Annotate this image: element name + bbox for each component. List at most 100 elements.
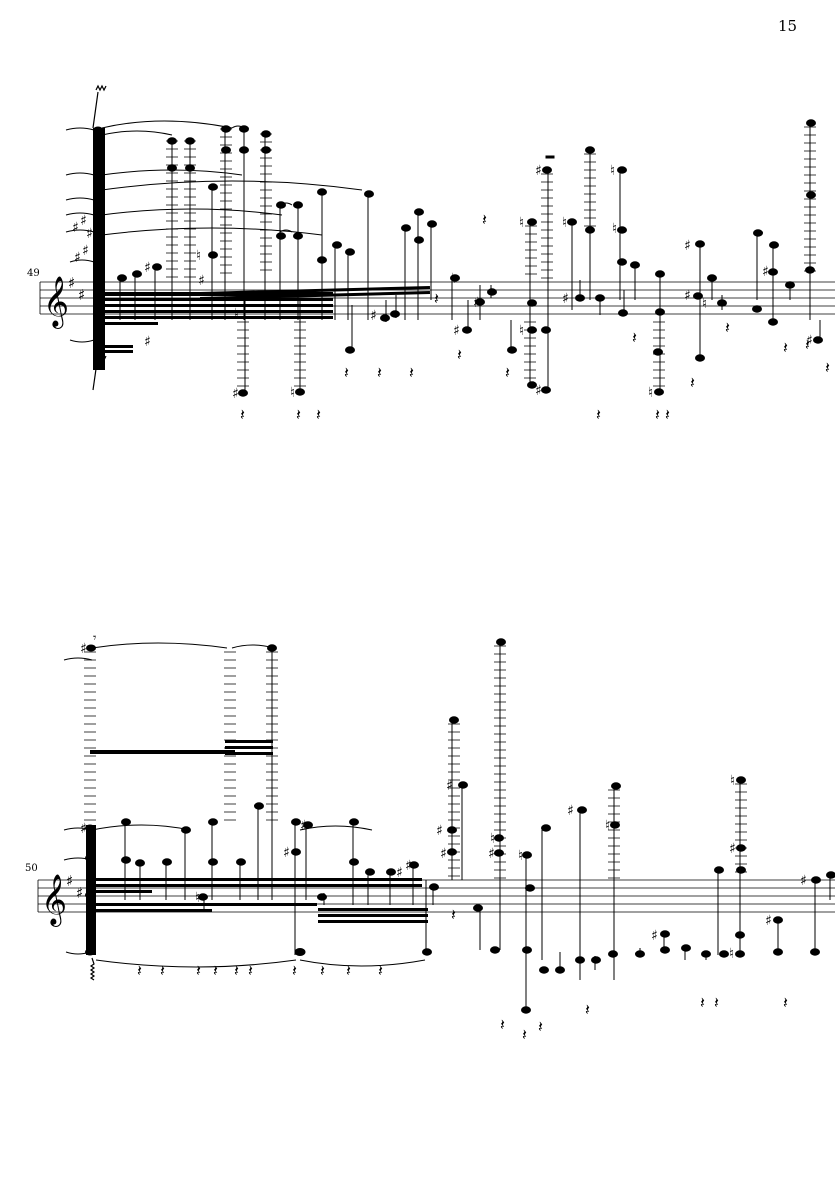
svg-text:𝄽: 𝄽 xyxy=(160,961,165,980)
sharp-icon: ♯ xyxy=(66,872,73,890)
accidentals: ♮ ♯ ♯ ♮ ♮ ♯ ♯ ♮ ♯ ♮ ♮ ♮ ♯ ♯ ♮ ♯ ♯ xyxy=(451,163,813,401)
treble-clef-icon: 𝄞 xyxy=(43,276,69,329)
sharp-icon: ♯ xyxy=(806,333,813,349)
natural-icon: ♮ xyxy=(562,215,567,231)
beams xyxy=(98,285,430,353)
natural-icon: ♮ xyxy=(702,296,707,312)
svg-text:𝄽: 𝄽 xyxy=(346,961,351,980)
svg-text:𝄽: 𝄽 xyxy=(500,1015,505,1034)
sharp-icon: ♯ xyxy=(488,846,495,862)
sharp-icon: ♯ xyxy=(232,386,239,402)
sharp-icon: ♯ xyxy=(80,821,87,837)
svg-text:𝄽: 𝄽 xyxy=(522,1025,527,1044)
svg-text:𝄽: 𝄽 xyxy=(240,405,245,424)
notes xyxy=(450,119,823,396)
measure-number-50: 50 xyxy=(25,863,38,874)
svg-text:𝄽: 𝄽 xyxy=(505,363,510,382)
sharp-icon: ♯ xyxy=(453,323,460,339)
svg-text:𝄽: 𝄽 xyxy=(320,961,325,980)
chord-cluster xyxy=(85,644,273,956)
natural-icon: ♮ xyxy=(490,831,495,847)
svg-text:𝄽: 𝄽 xyxy=(655,405,660,424)
sharp-icon: ♯ xyxy=(535,163,542,179)
svg-text:𝄽: 𝄽 xyxy=(296,405,301,424)
sharp-icon: ♯ xyxy=(535,383,542,399)
svg-text:𝄽: 𝄽 xyxy=(434,289,439,308)
natural-icon: ♮ xyxy=(519,323,524,339)
sharp-icon: ♯ xyxy=(651,928,658,944)
sharp-icon: ♯ xyxy=(68,274,75,292)
ledger-lines xyxy=(166,128,306,387)
sharp-icon: ♯ xyxy=(567,803,574,819)
sharp-icon: ♯ xyxy=(80,641,87,657)
staff-system-50: 𝄞 ♯ ♯ 𝄾 xyxy=(37,631,835,1044)
sharp-icon: ♯ xyxy=(405,858,412,874)
svg-text:𝄽: 𝄽 xyxy=(725,318,730,337)
natural-icon: ♮ xyxy=(605,818,610,834)
svg-text:𝄽: 𝄽 xyxy=(213,961,218,980)
sharp-icon: ♯ xyxy=(436,823,443,839)
accidentals: ♯ ♯ ♮ ♯ ♮ ♯ ♮ ♯ xyxy=(144,248,377,402)
natural-icon: ♮ xyxy=(729,946,734,962)
sharp-icon: ♯ xyxy=(729,841,736,857)
svg-text:𝄽: 𝄽 xyxy=(700,993,705,1012)
svg-text:𝄽: 𝄽 xyxy=(409,363,414,382)
natural-icon: ♮ xyxy=(612,221,617,237)
natural-icon: ♮ xyxy=(730,773,735,789)
svg-text:𝄽: 𝄽 xyxy=(344,363,349,382)
svg-text:♯: ♯ xyxy=(86,226,93,242)
page-number: 15 xyxy=(778,17,798,35)
svg-text:𝄽: 𝄽 xyxy=(632,328,637,347)
sharp-icon: ♯ xyxy=(76,884,83,902)
staff-system-49: 𝄞 ♯ ♯ ♯♯♯ xyxy=(39,84,835,424)
svg-text:𝄽: 𝄽 xyxy=(248,961,253,980)
svg-text:♯: ♯ xyxy=(74,250,81,266)
arpeggio-icon xyxy=(89,957,96,981)
natural-icon: ♮ xyxy=(648,385,653,401)
sharp-icon: ♯♯♯ ♯♯ xyxy=(72,213,93,266)
ledger-lines xyxy=(524,126,816,387)
sharp-icon: ♯ xyxy=(446,778,453,794)
quarter-rest-icon: 𝄽𝄽 𝄽𝄽 𝄽𝄽 𝄽𝄽 𝄽𝄽 𝄽𝄽 𝄽𝄽 𝄽𝄽 𝄽𝄽 xyxy=(137,905,788,1044)
svg-text:𝄽: 𝄽 xyxy=(482,210,487,229)
svg-text:𝄽: 𝄽 xyxy=(316,405,321,424)
notes xyxy=(117,125,437,397)
sharp-icon: ♯ xyxy=(440,846,447,862)
chord-cluster xyxy=(93,126,105,370)
sharp-icon: ♯ xyxy=(765,913,772,929)
sharp-icon: ♯ xyxy=(144,334,151,350)
svg-text:𝄽: 𝄽 xyxy=(665,405,670,424)
svg-text:𝄽: 𝄽 xyxy=(234,961,239,980)
beams xyxy=(92,878,428,923)
natural-icon: ♮ xyxy=(610,163,615,179)
natural-icon: ♮ xyxy=(195,890,200,906)
svg-text:♯: ♯ xyxy=(72,220,79,236)
arpeggio-icon: 𝄾 xyxy=(93,631,97,646)
sharp-icon: ♯ xyxy=(762,264,769,280)
natural-icon: ♮ xyxy=(196,248,201,264)
sharp-icon: ♯ xyxy=(78,286,85,304)
sharp-icon: ♯ xyxy=(396,865,403,881)
svg-text:𝄽: 𝄽 xyxy=(377,363,382,382)
notes xyxy=(121,638,835,1014)
sharp-icon: ♯ xyxy=(562,291,569,307)
sharp-icon: ♯ xyxy=(300,818,307,834)
sharp-icon: ♯ xyxy=(800,873,807,889)
svg-text:𝄽: 𝄽 xyxy=(714,993,719,1012)
svg-text:𝄽: 𝄽 xyxy=(137,961,142,980)
svg-text:𝄽: 𝄽 xyxy=(196,961,201,980)
sharp-icon: ♯ xyxy=(473,295,480,311)
natural-icon: ♮ xyxy=(519,215,524,231)
svg-text:𝄽: 𝄽 xyxy=(292,961,297,980)
sharp-icon: ♯ xyxy=(144,260,151,276)
natural-icon: ♮ xyxy=(290,385,295,401)
svg-text:𝄽: 𝄽 xyxy=(378,961,383,980)
accidentals: ♯ ♯ ♮ ♯ ♯ ♯ ♯ ♯ ♯ ♯ ♮ ♯ ♮ ♯ ♮ ♯ ♮ ♯ ♮ ♯ … xyxy=(80,641,807,962)
svg-text:𝄽: 𝄽 xyxy=(596,405,601,424)
sharp-icon: ♯ xyxy=(684,238,691,254)
svg-text:♯: ♯ xyxy=(80,213,87,229)
svg-text:♯: ♯ xyxy=(82,243,89,259)
sharp-icon: ♯ xyxy=(370,308,377,324)
svg-text:𝄽: 𝄽 xyxy=(451,905,456,924)
